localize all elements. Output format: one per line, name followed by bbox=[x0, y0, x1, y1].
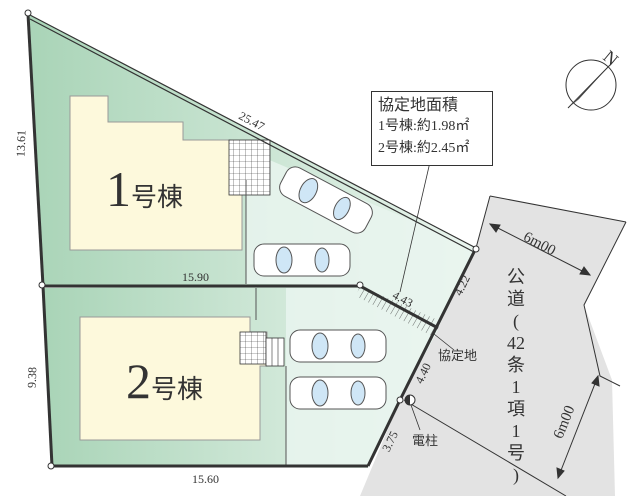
utility-pole-icon bbox=[404, 394, 421, 431]
road-char: 公 bbox=[507, 267, 525, 287]
car-icons bbox=[253, 166, 387, 410]
public-road bbox=[360, 195, 627, 496]
road-label: 公 道 ( 42 条 1 項 1 号 ) bbox=[505, 266, 527, 486]
building-2-number: 2 bbox=[126, 353, 151, 409]
road-char: ) bbox=[513, 465, 519, 485]
road-char: 1 bbox=[511, 377, 521, 397]
road-char: ( bbox=[513, 311, 519, 331]
agreement-land-hatch bbox=[356, 286, 438, 336]
building-1-label: 1号棟 bbox=[106, 160, 183, 218]
legend-row-building-2: 2号棟:約2.45㎡ bbox=[378, 141, 470, 156]
road-char: 項 bbox=[507, 399, 525, 419]
road-char: 条 bbox=[507, 355, 525, 375]
agreement-area-legend: 協定地面積 1号棟:約1.98㎡ 2号棟:約2.45㎡ bbox=[371, 91, 493, 166]
lot-boundaries bbox=[26, 13, 478, 468]
dim-lot1-bottom: 15.90 bbox=[182, 270, 209, 284]
dim-lot2-left: 9.38 bbox=[24, 366, 40, 389]
road-char: 道 bbox=[507, 289, 525, 309]
legend-title: 協定地面積 bbox=[378, 97, 459, 114]
road-char: 号 bbox=[507, 443, 525, 463]
building-2-suffix: 号棟 bbox=[151, 375, 204, 404]
dim-lot2-bottom: 15.60 bbox=[192, 472, 219, 486]
road-width-arrows bbox=[488, 223, 600, 480]
utility-pole-label: 電柱 bbox=[412, 433, 439, 448]
road-char: 42 bbox=[507, 333, 525, 353]
legend-row-building-1: 1号棟:約1.98㎡ bbox=[378, 119, 470, 134]
agreement-land-label: 協定地 bbox=[438, 348, 478, 363]
building-1-suffix: 号棟 bbox=[131, 183, 184, 212]
building-1-number: 1 bbox=[106, 161, 131, 217]
building-2-label: 2号棟 bbox=[126, 352, 203, 410]
dim-lot1-left: 13.61 bbox=[13, 129, 29, 158]
north-compass-icon bbox=[565, 59, 617, 111]
road-char: 1 bbox=[511, 421, 521, 441]
